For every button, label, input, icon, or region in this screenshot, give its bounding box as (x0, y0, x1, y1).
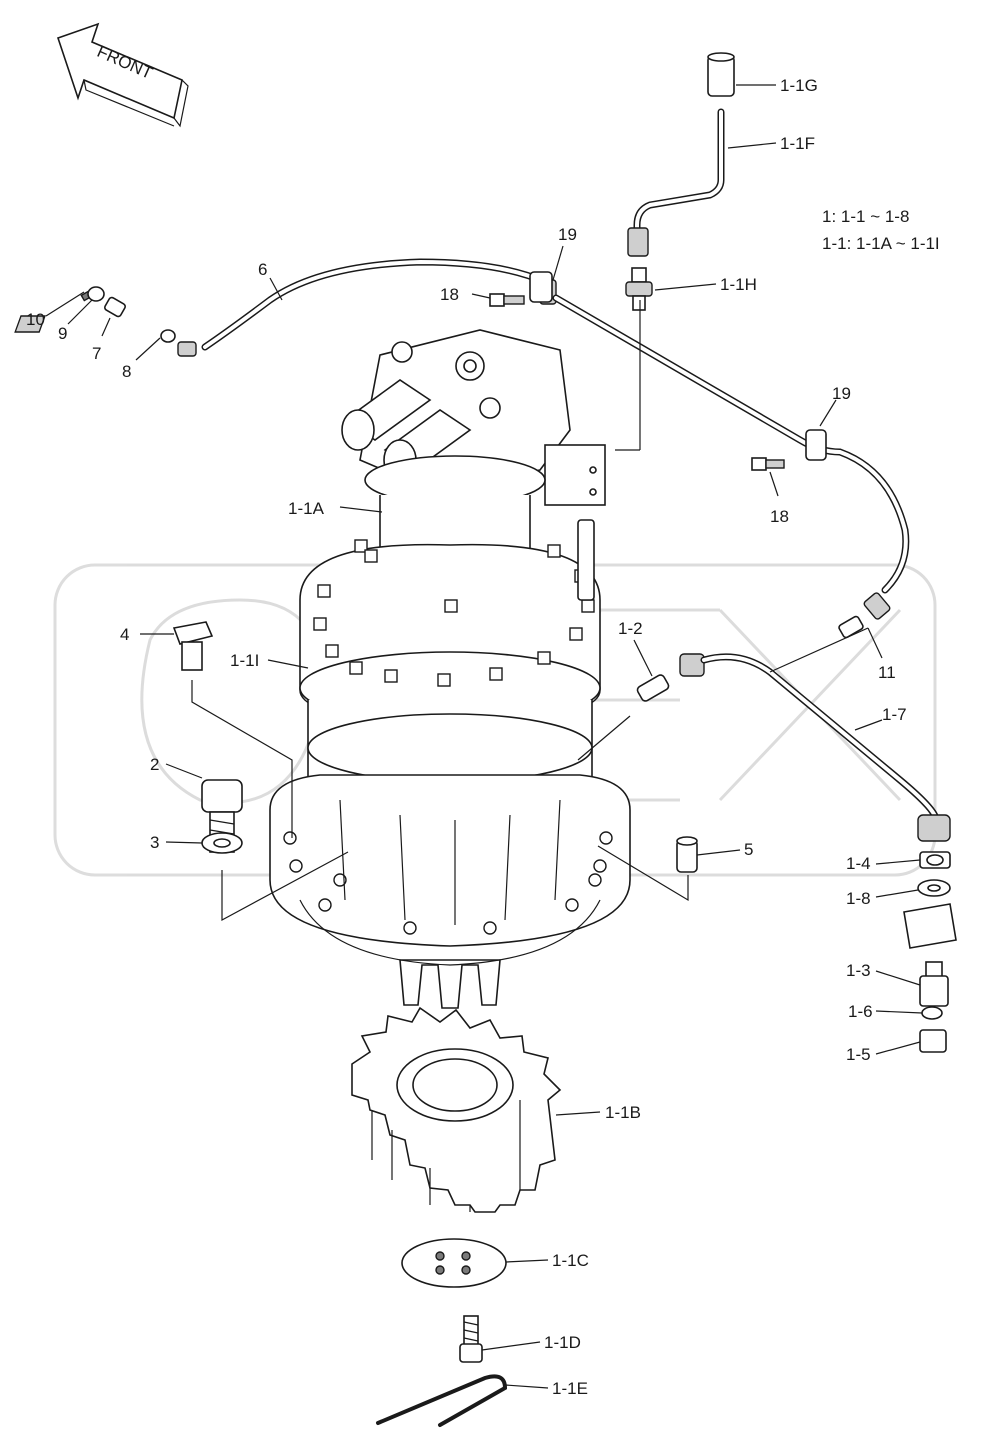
label-18-top: 18 (440, 285, 459, 304)
label-1-1c: 1-1C (552, 1251, 589, 1270)
label-1-8: 1-8 (846, 889, 871, 908)
label-1-1b: 1-1B (605, 1103, 641, 1122)
bolt-18-right-icon (751, 457, 785, 471)
pin-5-icon (676, 836, 698, 873)
clamp-19-right-icon (805, 429, 827, 461)
label-3: 3 (150, 833, 159, 852)
hose-1-7-icon (679, 653, 951, 842)
leader-lines (45, 84, 923, 1389)
label-1-1f: 1-1F (780, 134, 815, 153)
bolt-1-1d-icon (459, 1315, 483, 1363)
label-1-1e: 1-1E (552, 1379, 588, 1398)
label-19-top: 19 (558, 225, 577, 244)
label-5: 5 (744, 840, 753, 859)
label-10: 10 (26, 310, 45, 329)
label-1-7: 1-7 (882, 705, 907, 724)
gear-1-1b-icon (351, 1006, 562, 1213)
bolt-18-top-icon (489, 293, 525, 307)
fitting-group-left-icon (14, 286, 197, 357)
label-1-1g: 1-1G (780, 76, 818, 95)
oring-1-6-icon (921, 1006, 943, 1020)
legend-line-2: 1-1: 1-1A ~ 1-1I (822, 234, 940, 253)
adapter-1-3-icon (919, 961, 949, 1007)
cap-1-1g-icon (707, 52, 735, 97)
label-18-right: 18 (770, 507, 789, 526)
wire-1-1e-icon (376, 1374, 508, 1427)
bracket-icon (903, 903, 957, 949)
legend-line-1: 1: 1-1 ~ 1-8 (822, 207, 909, 226)
label-6: 6 (258, 260, 267, 279)
label-8: 8 (122, 362, 131, 381)
fitting-11-icon (838, 615, 864, 639)
label-1-1i: 1-1I (230, 651, 259, 670)
plug-4-icon (172, 621, 214, 671)
label-11: 11 (878, 663, 896, 682)
fitting-1-1h-icon (625, 267, 653, 311)
label-7: 7 (92, 344, 101, 363)
clamp-19-top-icon (529, 271, 553, 303)
plate-1-1c-icon (401, 1238, 507, 1288)
fitting-1-2-icon (636, 674, 670, 702)
label-1-5: 1-5 (846, 1045, 871, 1064)
label-1-3: 1-3 (846, 961, 871, 980)
label-1-1d: 1-1D (544, 1333, 581, 1352)
label-1-1a: 1-1A (288, 499, 325, 518)
nut-1-4-icon (919, 851, 951, 869)
label-1-1h: 1-1H (720, 275, 757, 294)
plug-1-5-icon (919, 1029, 947, 1053)
washer-1-8-icon (917, 879, 951, 897)
label-1-2: 1-2 (618, 619, 643, 638)
pipe-1-1f-icon (627, 108, 725, 257)
swing-motor-1-1a-icon (269, 329, 631, 1009)
washer-3-icon (201, 832, 243, 854)
front-arrow-icon: FRONT (56, 22, 189, 128)
label-9: 9 (58, 324, 67, 343)
label-19-right: 19 (832, 384, 851, 403)
label-1-6: 1-6 (848, 1002, 873, 1021)
label-4: 4 (120, 625, 129, 644)
label-2: 2 (150, 755, 159, 774)
label-1-4: 1-4 (846, 854, 871, 873)
